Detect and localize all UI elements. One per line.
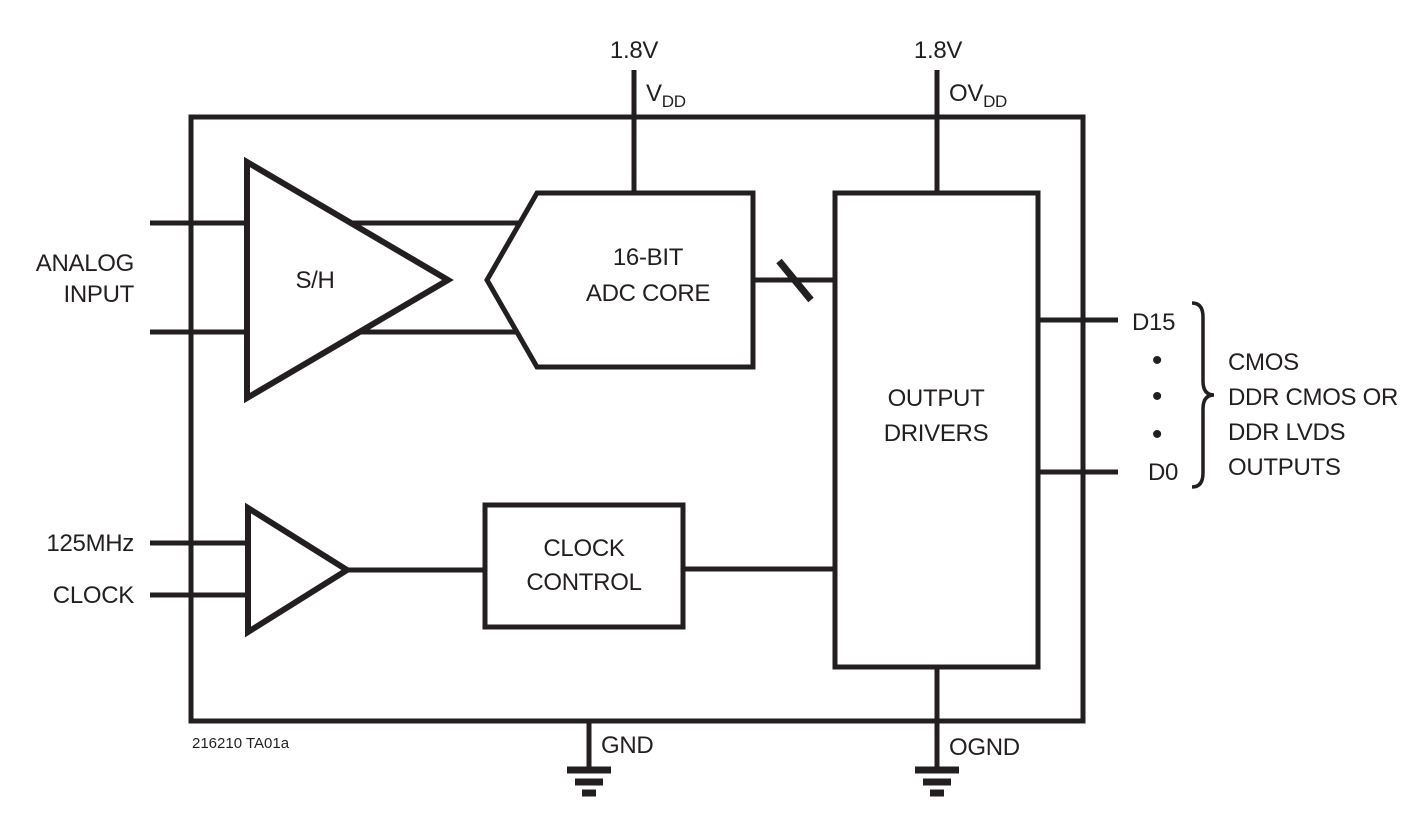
ovdd-pin-label-main: OV <box>949 80 983 107</box>
analog-input-label-line1: ANALOG <box>36 250 134 277</box>
analog-input-label-line2: INPUT <box>63 281 134 308</box>
adc-core-block <box>484 190 756 370</box>
clock-buffer-block <box>245 502 353 638</box>
output-drivers-block <box>832 190 1041 670</box>
gnd-label: GND <box>601 732 653 759</box>
chip-boundary-box <box>188 114 1086 724</box>
figure-id-label: 216210 TA01a <box>192 735 290 752</box>
ovdd-pin-label: OVDD <box>949 80 1007 111</box>
ognd-ground-symbol-icon <box>915 766 959 797</box>
ellipsis-bullet-1: • <box>1152 344 1162 377</box>
output-mode-line2: DDR CMOS OR <box>1228 384 1398 411</box>
outputs-brace <box>1191 301 1215 489</box>
output-mode-line3: DDR LVDS <box>1228 419 1345 446</box>
clock-control-label-line2: CONTROL <box>526 569 641 596</box>
clock-input-label-line2: CLOCK <box>53 582 134 609</box>
sh-amplifier-block <box>244 156 454 404</box>
output-drivers-label-line2: DRIVERS <box>884 420 989 447</box>
ellipsis-bullet-2: • <box>1152 380 1162 413</box>
d0-pin-label: D0 <box>1148 459 1178 486</box>
ovdd-voltage-label: 1.8V <box>914 37 962 64</box>
ovdd-pin-label-sub: DD <box>983 92 1007 111</box>
output-mode-line4: OUTPUTS <box>1228 454 1341 481</box>
sh-amplifier-label: S/H <box>295 267 334 294</box>
adc-core-label-line1: 16-BIT <box>613 244 684 271</box>
adc-core-label-line2: ADC CORE <box>586 280 710 307</box>
vdd-voltage-label: 1.8V <box>610 37 658 64</box>
vdd-pin-label-sub: DD <box>662 92 686 111</box>
ognd-label: OGND <box>949 734 1020 761</box>
clock-control-block <box>482 502 686 630</box>
clock-control-label-line1: CLOCK <box>543 535 624 562</box>
vdd-pin-label: VDD <box>646 80 686 111</box>
clock-input-label-line1: 125MHz <box>46 530 134 557</box>
ellipsis-bullet-3: • <box>1152 418 1162 451</box>
vdd-pin-label-main: V <box>646 80 662 107</box>
d15-pin-label: D15 <box>1132 309 1175 336</box>
gnd-ground-symbol-icon <box>567 766 611 797</box>
output-drivers-label-line1: OUTPUT <box>888 385 986 412</box>
bus-slash-icon <box>776 258 814 303</box>
output-mode-line1: CMOS <box>1228 349 1299 376</box>
